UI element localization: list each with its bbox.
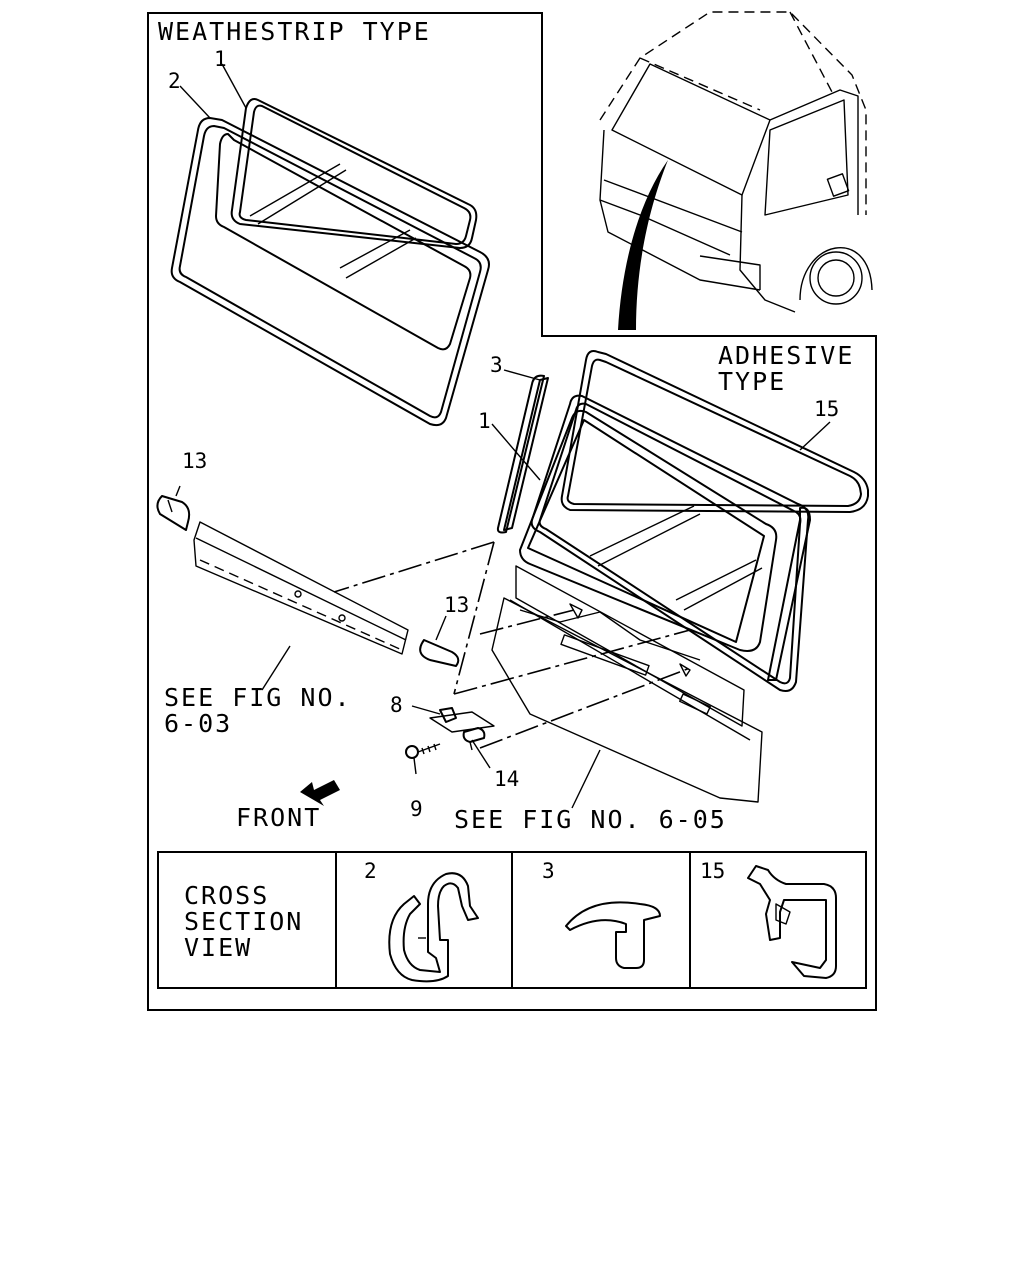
- windshield-pointer: [618, 160, 668, 330]
- adhesive-title-2: TYPE: [718, 367, 786, 396]
- cross-section-label-3: VIEW: [184, 933, 252, 962]
- callout-9: 9: [410, 797, 423, 821]
- alignment-guides: [333, 541, 691, 749]
- cross-section-item-2: 2: [364, 859, 377, 883]
- cowl-top-panel: [193, 521, 409, 655]
- weatherstrip-title: WEATHESTRIP TYPE: [158, 17, 431, 46]
- cross-section-item-3: 3: [542, 859, 555, 883]
- adhesive-title-1: ADHESIVE: [718, 341, 854, 370]
- front-arrow-icon: [300, 780, 340, 806]
- callout-8: 8: [390, 693, 403, 717]
- leader-lines: [175, 485, 601, 809]
- callout-15: 15: [814, 397, 839, 421]
- cross-section-table: [157, 851, 867, 989]
- profile-weatherstrip-2: [388, 872, 479, 983]
- see-fig-605: SEE FIG NO. 6-05: [454, 805, 727, 834]
- screw-9: [405, 743, 441, 759]
- callout-3: 3: [490, 353, 503, 377]
- callout-2-top: 2: [168, 69, 181, 93]
- callout-14: 14: [494, 767, 519, 791]
- fastener-8: [429, 707, 495, 733]
- molding-13-left: [156, 495, 191, 531]
- clip-14: [462, 727, 486, 751]
- callout-1-top: 1: [214, 47, 227, 71]
- molding-13-mid: [419, 639, 460, 667]
- profile-adhesive-3: [565, 901, 661, 969]
- adhesive-windshield: [491, 350, 869, 692]
- cross-section-label-2: SECTION: [184, 907, 303, 936]
- profile-dam-15: [747, 865, 837, 979]
- front-label: FRONT: [236, 803, 321, 832]
- cowl-panel: [491, 565, 763, 803]
- callout-13-mid: 13: [444, 593, 469, 617]
- see-fig-603-line2: 6-03: [164, 709, 232, 738]
- weatherstrip-windshield: [170, 63, 490, 427]
- cross-section-item-15: 15: [700, 859, 725, 883]
- cross-section-label-1: CROSS: [184, 881, 269, 910]
- callout-1-mid: 1: [478, 409, 491, 433]
- callout-13-left: 13: [182, 449, 207, 473]
- truck-inset: [599, 11, 873, 330]
- see-fig-603-line1: SEE FIG NO.: [164, 683, 352, 712]
